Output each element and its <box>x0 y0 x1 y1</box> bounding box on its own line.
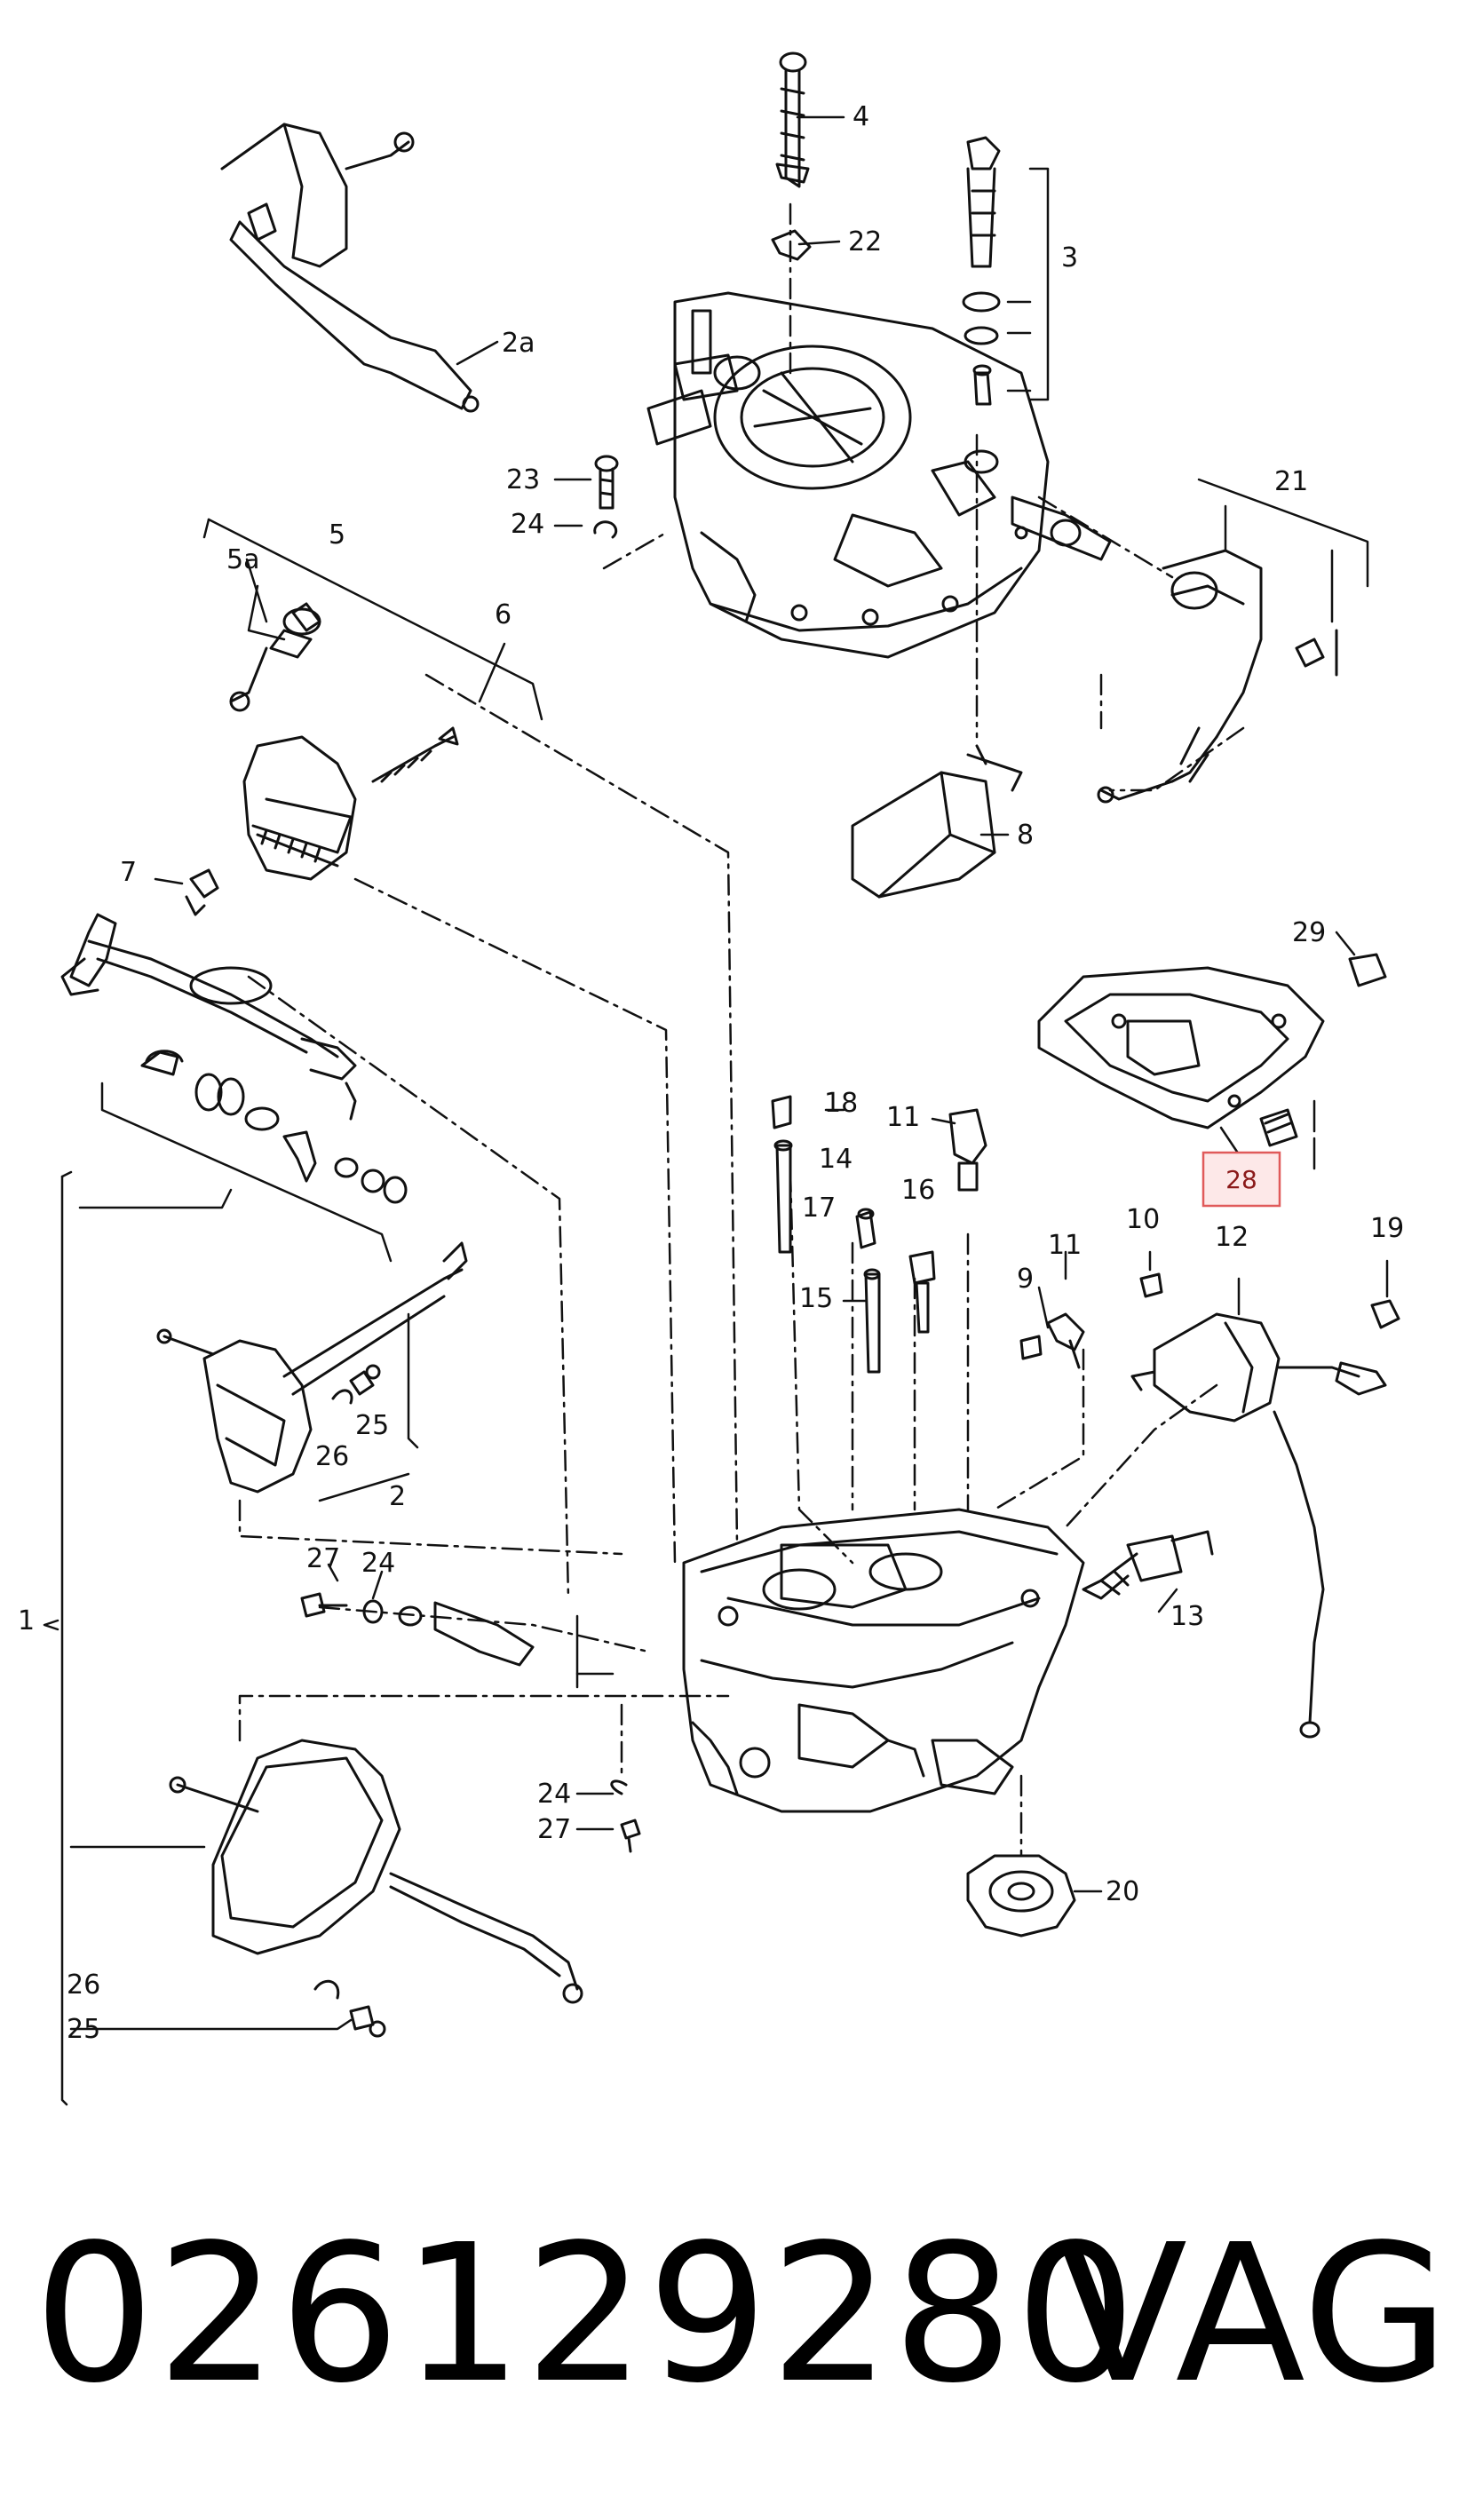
callout-label: 7 <box>120 857 137 888</box>
screw-part-23 <box>594 455 619 510</box>
callout-label: 27 <box>306 1543 340 1574</box>
bracket-part-11-lower <box>1046 1312 1085 1369</box>
callout-label: 6 <box>495 599 512 630</box>
screw-part-19 <box>1370 1299 1400 1329</box>
part-number: 026129280 <box>34 2204 1138 2425</box>
needle-valve-part-3 <box>962 136 1001 406</box>
callout-label: 18 <box>824 1088 858 1119</box>
callout-label: 17 <box>802 1193 836 1224</box>
callout-label: 25 <box>67 2014 100 2045</box>
callout-label: 24 <box>511 509 544 540</box>
pulldown-unit-part-2 <box>156 1241 468 1494</box>
callout-label: 24 <box>537 1779 571 1810</box>
carburetor-top-cover <box>646 291 1112 659</box>
group-brackets <box>43 167 1369 2106</box>
callout-label: 5 <box>329 519 345 551</box>
callout-label: 2a <box>502 328 535 359</box>
callout-label: 9 <box>1017 1264 1034 1295</box>
callout-label: 24 <box>361 1548 395 1579</box>
callout-label: 25 <box>355 1410 389 1441</box>
screw-part-4 <box>775 52 810 188</box>
callout-label: 2 <box>389 1481 406 1512</box>
callout-label: 21 <box>1274 466 1308 497</box>
callout-label: 23 <box>506 464 540 495</box>
callout-label: 26 <box>67 1969 100 2001</box>
highlighted-callout: 28 <box>1201 1151 1281 1208</box>
cover-part-20 <box>966 1854 1076 1938</box>
callout-label: 16 <box>901 1175 935 1206</box>
callout-label: 3 <box>1061 242 1078 273</box>
callout-label: 20 <box>1106 1876 1139 1907</box>
callout-label: 27 <box>537 1814 571 1845</box>
screws-middle-left <box>300 1592 641 1853</box>
exploded-parts-diagram: 4 22 3 2a 21 23 24 5 5a 6 7 8 29 28 18 1… <box>18 52 1404 2106</box>
choke-mechanism <box>185 602 459 916</box>
callout-label: 19 <box>1370 1213 1404 1244</box>
callout-label: 22 <box>848 226 882 258</box>
callout-label: 4 <box>853 101 869 132</box>
linkage-part-2a <box>220 123 480 413</box>
callout-label: 5a <box>226 544 259 575</box>
callout-label: 8 <box>1017 820 1034 851</box>
callout-label: 26 <box>315 1441 349 1472</box>
nut-part-10 <box>1139 1272 1163 1298</box>
link-arm-part-21 <box>1097 549 1338 804</box>
callout-label: 15 <box>799 1283 833 1314</box>
highlighted-callout-label: 28 <box>1225 1165 1257 1194</box>
float-part-8 <box>851 744 1023 899</box>
cutoff-valve-part-11 <box>948 1108 987 1192</box>
highlight-box <box>1201 1151 1281 1208</box>
callout-label: 11 <box>886 1102 920 1133</box>
brand-name: VAG <box>1057 2204 1449 2425</box>
washer-part-9 <box>1019 1335 1043 1360</box>
callout-label: 29 <box>1292 917 1326 948</box>
choke-shaft <box>60 913 408 1204</box>
clip-part-22 <box>771 229 812 261</box>
jets-group <box>771 1095 936 1374</box>
clip-part-24-top <box>593 520 618 539</box>
gasket-part-28 <box>1037 966 1325 1147</box>
callout-labels: 4 22 3 2a 21 23 24 5 5a 6 7 8 29 28 18 1… <box>18 101 1404 2045</box>
diaphragm-part-1 <box>169 1739 583 2038</box>
assembly-lines <box>238 202 1316 1858</box>
callout-label: 11 <box>1048 1230 1082 1261</box>
callout-label: 13 <box>1170 1601 1204 1632</box>
callout-label: 10 <box>1126 1204 1160 1235</box>
callout-label: 12 <box>1215 1222 1249 1253</box>
heater-part-12 <box>1130 1312 1387 1739</box>
idle-valve-part-13 <box>1082 1530 1214 1600</box>
callout-label: 1 <box>18 1605 35 1636</box>
leader-lines <box>154 115 1389 1893</box>
bushing-part-29 <box>1348 953 1387 987</box>
carburetor-base-body <box>682 1508 1085 1813</box>
callout-label: 14 <box>819 1144 853 1175</box>
